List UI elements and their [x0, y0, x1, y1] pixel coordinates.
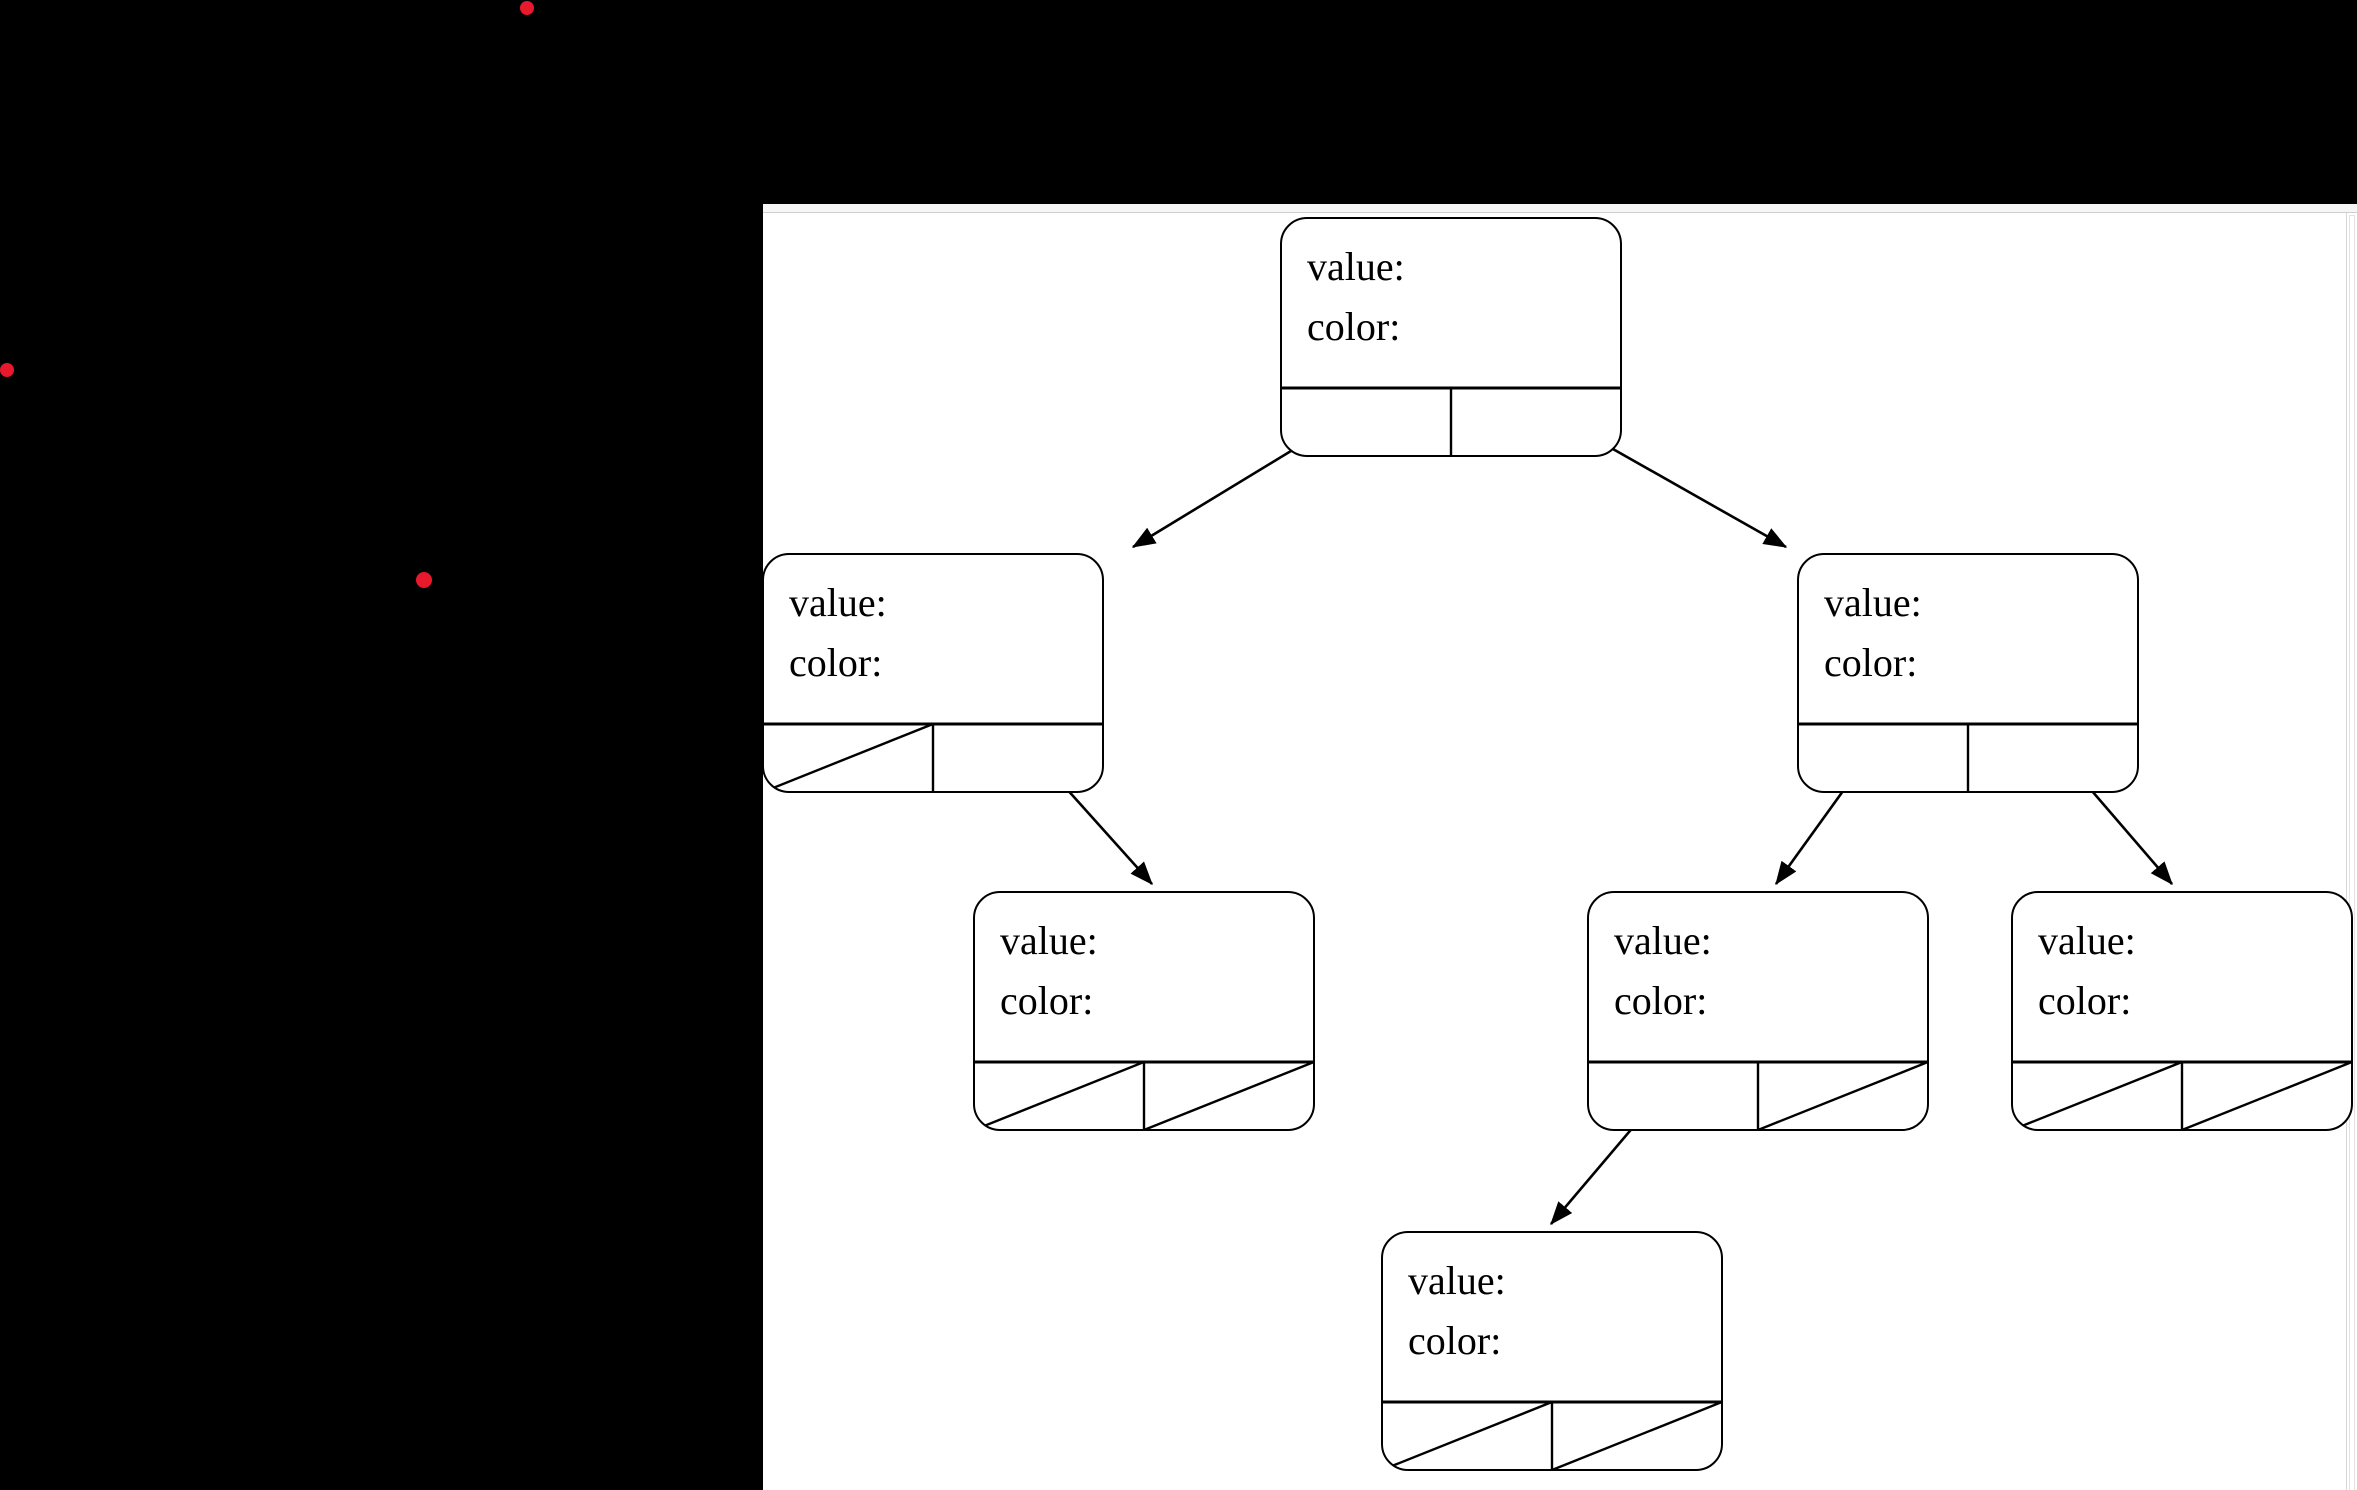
tree-node-right-child[interactable]: value: color: [1797, 553, 2139, 793]
node-left-pointer-cell[interactable] [2012, 1062, 2182, 1130]
node-color-label: color: [1408, 1318, 1501, 1363]
node-value-label: value: [1307, 244, 1405, 289]
node-right-pointer-cell[interactable] [2182, 1062, 2352, 1130]
node-value-label: value: [1614, 918, 1712, 963]
tree-node-left-child[interactable]: value: color: [763, 553, 1104, 793]
right-pointer-null-slash [2181, 1060, 2352, 1130]
node-value-label: value: [1000, 918, 1098, 963]
left-pointer-null-slash [1382, 1400, 1553, 1470]
tree-diagram: value:color:value:color:value:color:valu… [763, 217, 2353, 1471]
left-pointer-null-slash [974, 1060, 1145, 1130]
node-value-label: value: [789, 580, 887, 625]
diagram-viewer-panel[interactable]: value:color:value:color:value:color:valu… [763, 204, 2357, 1490]
marker-dot-left [0, 363, 14, 377]
node-color-label: color: [1307, 304, 1400, 349]
left-pointer-null-slash [2012, 1060, 2183, 1130]
node-value-label: value: [1408, 1258, 1506, 1303]
node-right-pointer-cell[interactable] [1968, 724, 2138, 792]
node-right-pointer-cell[interactable] [1758, 1062, 1928, 1130]
right-pointer-null-slash [1551, 1400, 1722, 1470]
right-pointer-null-slash [1143, 1060, 1314, 1130]
tree-node-leaf-b[interactable]: value: color: [1587, 891, 1929, 1131]
node-left-pointer-cell[interactable] [1798, 724, 1968, 792]
left-pointer-null-slash [763, 722, 934, 792]
tree-node-leaf-d[interactable]: value: color: [1381, 1231, 1723, 1471]
vertical-scrollbar[interactable] [2346, 213, 2357, 1490]
node-value-label: value: [2038, 918, 2136, 963]
node-layer: value:color:value:color:value:color:valu… [763, 217, 2353, 1471]
tree-node-leaf-a[interactable]: value: color: [973, 891, 1315, 1131]
node-right-pointer-cell[interactable] [1451, 388, 1621, 456]
node-value-label: value: [1824, 580, 1922, 625]
right-pointer-null-slash [1757, 1060, 1928, 1130]
node-color-label: color: [2038, 978, 2131, 1023]
node-color-label: color: [1000, 978, 1093, 1023]
node-left-pointer-cell[interactable] [1588, 1062, 1758, 1130]
tree-node-leaf-c[interactable]: value: color: [2011, 891, 2353, 1131]
viewer-topbar [763, 204, 2357, 213]
node-color-label: color: [789, 640, 882, 685]
marker-dot-mid [416, 572, 432, 588]
node-right-pointer-cell[interactable] [1552, 1402, 1722, 1470]
tree-node-root[interactable]: value: color: [1280, 217, 1622, 457]
node-left-pointer-cell[interactable] [1281, 388, 1451, 456]
node-right-pointer-cell[interactable] [933, 724, 1103, 792]
vertical-scrollbar-thumb[interactable] [2349, 215, 2355, 1490]
node-left-pointer-cell[interactable] [763, 724, 933, 792]
node-right-pointer-cell[interactable] [1144, 1062, 1314, 1130]
marker-dot-top [520, 1, 534, 15]
node-left-pointer-cell[interactable] [974, 1062, 1144, 1130]
node-color-label: color: [1614, 978, 1707, 1023]
node-color-label: color: [1824, 640, 1917, 685]
node-left-pointer-cell[interactable] [1382, 1402, 1552, 1470]
